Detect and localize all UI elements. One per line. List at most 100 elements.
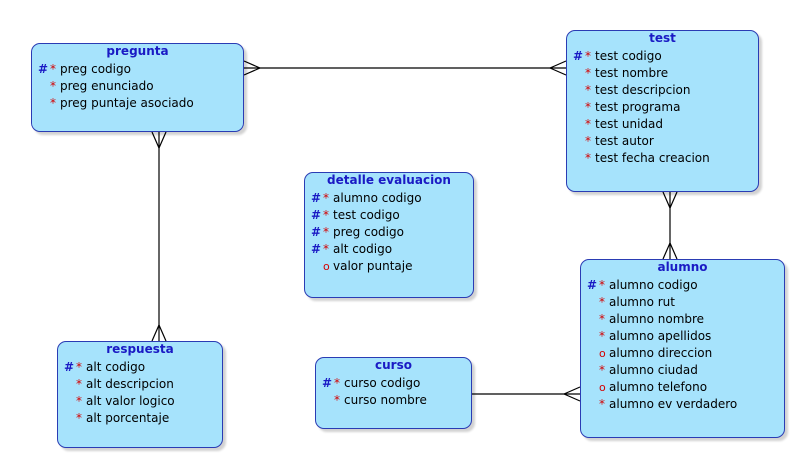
- mandatory-marker: *: [76, 377, 82, 391]
- attribute-row: * alt valor logico: [64, 393, 222, 410]
- mandatory-marker: *: [50, 96, 56, 110]
- crows-foot-mark: [151, 131, 160, 149]
- mandatory-marker: *: [323, 242, 329, 256]
- crows-foot-mark: [669, 242, 678, 260]
- attribute-name: alumno ciudad: [609, 363, 698, 377]
- attribute-name: alt valor logico: [86, 394, 175, 408]
- attribute-row: #* preg codigo: [38, 61, 243, 78]
- entity-respuesta[interactable]: respuesta#*alt codigo*alt descripcion*al…: [57, 341, 223, 448]
- attribute-row: * test autor: [573, 133, 758, 150]
- attribute-row: #* alumno codigo: [587, 277, 784, 294]
- mandatory-marker: *: [76, 411, 82, 425]
- crows-foot-mark: [243, 60, 261, 69]
- primary-key-marker: #: [38, 62, 49, 76]
- attribute-name: test programa: [595, 100, 681, 114]
- attribute-name: alumno ev verdadero: [609, 397, 738, 411]
- attribute-list: #*preg codigo*preg enunciado*preg puntaj…: [32, 61, 243, 112]
- attribute-row: #*preg codigo: [311, 224, 473, 241]
- attribute-name: alumno telefono: [609, 380, 708, 394]
- attribute-row: * test fecha creacion: [573, 150, 758, 167]
- attribute-row: * test programa: [573, 99, 758, 116]
- attribute-row: *preg puntaje asociado: [38, 95, 243, 112]
- mandatory-marker: *: [599, 363, 605, 377]
- crows-foot-mark: [662, 242, 671, 260]
- attribute-name: test autor: [595, 134, 654, 148]
- attribute-name: preg enunciado: [60, 79, 154, 93]
- crows-foot-mark: [563, 393, 581, 402]
- mandatory-marker: *: [599, 312, 605, 326]
- attribute-name: alumno codigo: [609, 278, 698, 292]
- mandatory-marker: *: [585, 117, 591, 131]
- mandatory-marker: *: [76, 360, 82, 374]
- attribute-row: *alt porcentaje: [64, 410, 222, 427]
- mandatory-marker: *: [599, 295, 605, 309]
- mandatory-marker: *: [599, 329, 605, 343]
- attribute-name: alumno nombre: [609, 312, 705, 326]
- attribute-name: valor puntaje: [333, 259, 413, 273]
- attribute-row: #*alt codigo: [311, 241, 473, 258]
- primary-key-marker: #: [311, 242, 322, 256]
- attribute-row: *test descripcion: [573, 82, 758, 99]
- attribute-list: #*alumno codigo*alumno rut*alumno nombre…: [581, 277, 784, 413]
- attribute-row: *preg enunciado: [38, 78, 243, 95]
- attribute-row: #*alt codigo: [64, 359, 222, 376]
- primary-key-marker: #: [311, 225, 322, 239]
- attribute-name: alumno codigo: [333, 191, 422, 205]
- attribute-row: *alt descripcion: [64, 376, 222, 393]
- mandatory-marker: *: [585, 100, 591, 114]
- attribute-row: #*test codigo: [573, 48, 758, 65]
- crows-foot-mark: [662, 191, 671, 209]
- mandatory-marker: *: [334, 376, 340, 390]
- entity-title: test: [649, 31, 676, 45]
- primary-key-marker: #: [311, 191, 322, 205]
- attribute-row: * alumno ciudad: [587, 362, 784, 379]
- entity-title: detalle evaluacion: [327, 173, 451, 187]
- primary-key-marker: #: [322, 376, 333, 390]
- mandatory-marker: *: [323, 208, 329, 222]
- attribute-name: curso nombre: [344, 393, 427, 407]
- primary-key-marker: #: [573, 49, 584, 63]
- attribute-name: test fecha creacion: [595, 151, 710, 165]
- crows-foot-mark: [563, 386, 581, 395]
- entity-test[interactable]: test#*test codigo*test nombre*test descr…: [566, 30, 759, 192]
- attribute-name: alt codigo: [86, 360, 146, 374]
- mandatory-marker: *: [76, 394, 82, 408]
- crows-foot-mark: [669, 191, 678, 209]
- crows-foot-mark: [158, 131, 167, 149]
- attribute-name: test codigo: [333, 208, 400, 222]
- entity-title: respuesta: [106, 342, 174, 356]
- entity-pregunta[interactable]: pregunta#*preg codigo*preg enunciado*pre…: [31, 43, 244, 132]
- attribute-name: alumno apellidos: [609, 329, 712, 343]
- primary-key-marker: #: [587, 278, 598, 292]
- entity-curso[interactable]: curso #* curso codigo *curso nombre: [315, 357, 472, 429]
- attribute-name: preg codigo: [60, 62, 131, 76]
- attribute-row: *curso nombre: [322, 392, 471, 409]
- mandatory-marker: *: [323, 191, 329, 205]
- attribute-row: * alumno apellidos: [587, 328, 784, 345]
- entity-title: alumno: [657, 260, 708, 274]
- entity-title: pregunta: [106, 44, 169, 58]
- crows-foot-mark: [151, 324, 160, 342]
- entity-alumno[interactable]: alumno#*alumno codigo*alumno rut*alumno …: [580, 259, 785, 438]
- mandatory-marker: *: [585, 83, 591, 97]
- attribute-row: #* curso codigo: [322, 375, 471, 392]
- attribute-name: test nombre: [595, 66, 669, 80]
- mandatory-marker: *: [585, 151, 591, 165]
- attribute-list: #* curso codigo *curso nombre: [316, 375, 471, 409]
- mandatory-marker: *: [585, 49, 591, 63]
- attribute-name: preg codigo: [333, 225, 404, 239]
- attribute-row: *test nombre: [573, 65, 758, 82]
- attribute-list: #*alumno codigo#*test codigo#*preg codig…: [305, 190, 473, 275]
- attribute-list: #*alt codigo*alt descripcion*alt valor l…: [58, 359, 222, 427]
- entity-detalle-evaluacion[interactable]: detalle evaluacion#*alumno codigo#*test …: [304, 172, 474, 298]
- mandatory-marker: *: [585, 134, 591, 148]
- entity-title: curso: [375, 358, 412, 372]
- mandatory-marker: *: [50, 62, 56, 76]
- mandatory-marker: *: [599, 278, 605, 292]
- attribute-name: curso codigo: [344, 376, 421, 390]
- attribute-list: #*test codigo*test nombre*test descripci…: [567, 48, 758, 167]
